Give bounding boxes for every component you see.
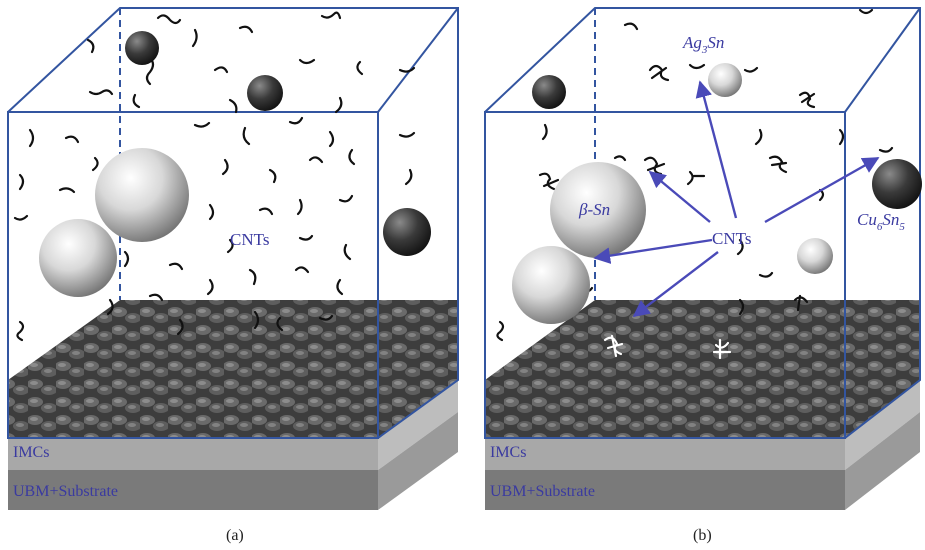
panel-b-cu6sn5-label: Cu6Sn5 xyxy=(857,210,905,233)
panel-b-ag3sn-label: Ag3Sn xyxy=(682,33,724,56)
panel-b-substrate-side xyxy=(845,412,920,510)
panel-b-substrate-layer xyxy=(485,470,845,510)
panel-b-imc-surface xyxy=(485,300,920,438)
panel-b-substrate-label: UBM+Substrate xyxy=(490,483,595,500)
panel-a-imcs-label: IMCs xyxy=(13,444,49,461)
panel-a-cnts-label: CNTs xyxy=(230,230,269,249)
panel-a-imc-layer xyxy=(8,438,378,470)
panel-a-box xyxy=(7,7,459,439)
panel-a-cnts xyxy=(13,11,424,342)
panel-a-light-particle xyxy=(39,219,117,297)
panel-a-imc-side xyxy=(378,380,458,470)
cu6sn5-subscript-6: 6 xyxy=(877,221,883,233)
panel-b-cu6sn5-particle xyxy=(872,159,922,209)
panel-b-cnts-on-imc xyxy=(603,334,732,360)
panel-a-substrate-layer xyxy=(8,470,378,510)
panel-b-caption: (b) xyxy=(693,527,712,544)
ag3sn-sn: Sn xyxy=(707,33,724,52)
panel-b-imc-layer xyxy=(485,438,845,470)
panel-a-dark-particle xyxy=(125,31,159,65)
panel-b-arrows xyxy=(593,80,880,318)
panel-b-small-light-particle xyxy=(797,238,833,274)
panel-b-imcs-label: IMCs xyxy=(490,444,526,461)
panel-b-beta-sn-label: β-Sn xyxy=(578,200,610,219)
cu6sn5-sn: Sn xyxy=(882,210,899,229)
panel-b: CNTs β-Sn Ag3Sn Cu6Sn5 IMCs UBM+Substrat… xyxy=(484,7,922,544)
panel-a-imc-surface xyxy=(8,300,458,438)
panel-a-light-particle xyxy=(95,148,189,242)
cu6sn5-cu: Cu xyxy=(857,210,877,229)
panel-b-cnts-label: CNTs xyxy=(712,229,751,248)
panel-a: CNTs IMCs UBM+Substrate (a) xyxy=(7,7,459,544)
panel-a-dark-particle xyxy=(247,75,283,111)
panel-b-ag3sn-particle xyxy=(708,63,742,97)
panel-b-beta-sn-particle xyxy=(512,246,590,324)
ag3sn-ag: Ag xyxy=(682,33,702,52)
ag3sn-subscript: 3 xyxy=(701,44,708,56)
panel-a-dark-particle xyxy=(383,208,431,256)
panel-a-substrate-label: UBM+Substrate xyxy=(13,483,118,500)
panel-b-cnts xyxy=(496,8,894,342)
panel-b-imc-side xyxy=(845,380,920,470)
panel-a-substrate-side xyxy=(378,412,458,510)
panel-b-dark-particle xyxy=(532,75,566,109)
panel-b-beta-sn-particle xyxy=(550,162,646,258)
panel-a-caption: (a) xyxy=(226,527,244,544)
cu6sn5-subscript-5: 5 xyxy=(899,221,905,233)
